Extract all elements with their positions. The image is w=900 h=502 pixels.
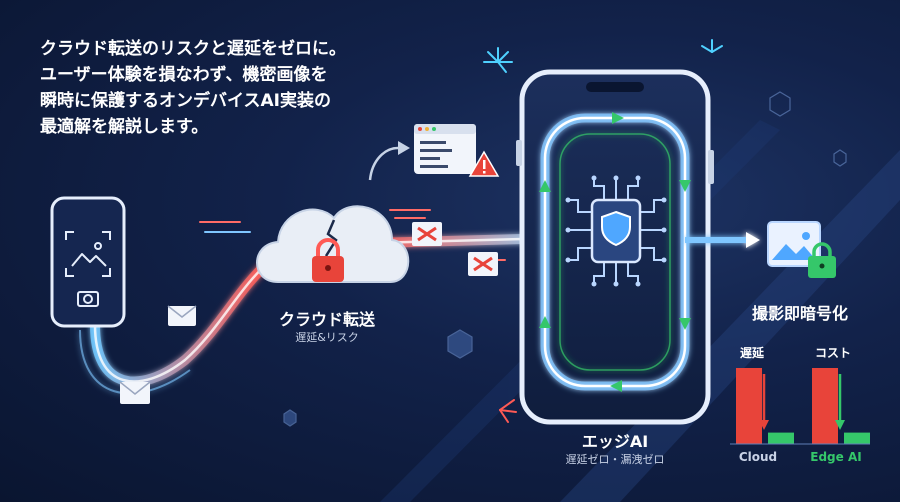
hexagon-decorations — [283, 91, 847, 427]
loop-arrows — [539, 112, 691, 392]
bar-category-label-cloud: Cloud — [738, 450, 778, 464]
reduction-arrow-head — [759, 420, 769, 430]
edge-title: エッジAI — [581, 432, 649, 451]
headline-line-4: 最適解を解説します。 — [40, 117, 209, 137]
curved-arrow — [368, 146, 399, 181]
headline: クラウド転送のリスクと遅延をゼロに。 ユーザー体験を損なわず、機密画像を 瞬時に… — [40, 36, 400, 140]
browser-alert-icon — [414, 124, 476, 174]
envelope-icon — [119, 305, 197, 404]
bar-category-label-edge: Edge AI — [810, 450, 862, 464]
image-lock-icon — [767, 221, 836, 278]
bar-cost-edge — [844, 432, 870, 444]
cloud-icon — [256, 205, 410, 283]
headline-line-1: クラウド転送のリスクと遅延をゼロに。 — [40, 39, 346, 59]
output-flow — [685, 232, 760, 248]
bar-series-label-latency: 遅延 — [739, 346, 764, 360]
headline-line-3: 瞬時に保護するオンデバイスAI実装の — [40, 91, 331, 111]
source-smartphone — [50, 196, 126, 328]
spark-bursts — [483, 39, 723, 423]
camera-icon — [77, 291, 99, 307]
comparison-bar-chart — [730, 368, 870, 445]
bar-cost-cloud — [812, 368, 838, 444]
bar-series-label-cost: コスト — [814, 346, 851, 360]
reduction-arrow-head — [835, 420, 845, 430]
cloud-title: クラウド転送 — [278, 310, 375, 329]
bar-latency-cloud — [736, 368, 762, 444]
image-frame-icon — [65, 231, 111, 277]
headline-line-2: ユーザー体験を損なわず、機密画像を — [40, 65, 328, 85]
encrypt-title: 撮影即暗号化 — [751, 304, 848, 323]
shield-chip-icon — [565, 175, 667, 287]
edge-subtitle: 遅延ゼロ・漏洩ゼロ — [565, 453, 665, 466]
bar-latency-edge — [768, 432, 794, 444]
padlock-icon — [312, 238, 344, 282]
cloud-subtitle: 遅延&リスク — [295, 331, 359, 344]
warning-icon — [468, 150, 500, 177]
close-icon — [412, 222, 498, 276]
